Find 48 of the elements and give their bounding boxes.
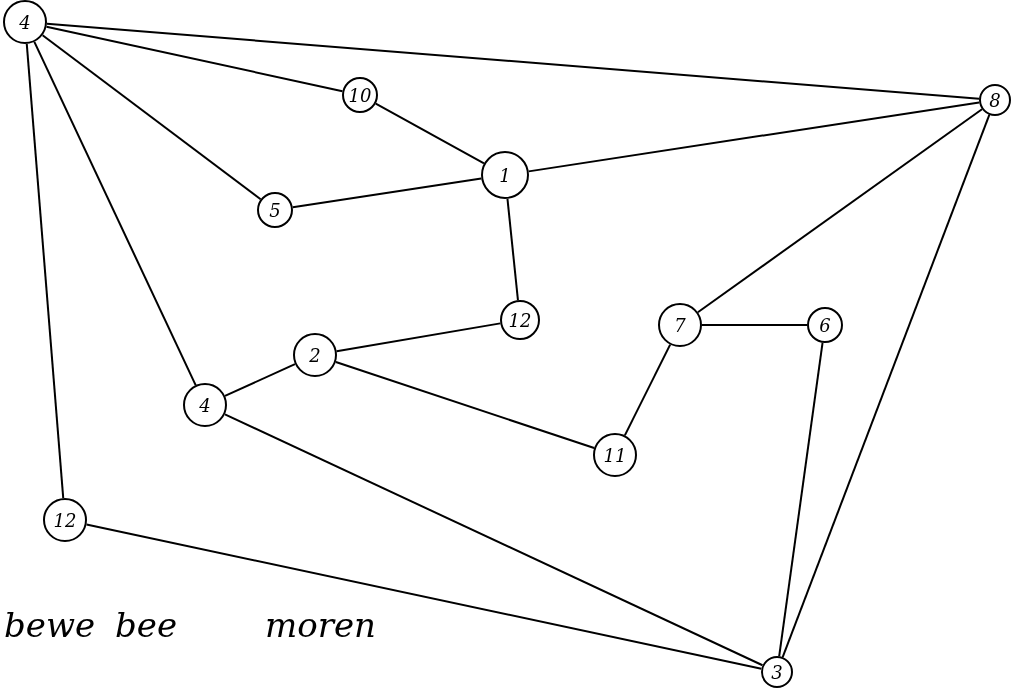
connector-line (25, 42, 65, 500)
connector-line (85, 523, 763, 670)
node-number: 4 (199, 394, 211, 416)
node-number: 4 (19, 11, 31, 33)
node-number: 2 (309, 344, 321, 366)
connector-line (334, 360, 596, 450)
node-number: 11 (603, 444, 627, 466)
connector-line (224, 363, 296, 397)
node-circle (293, 333, 337, 377)
connector-line (781, 113, 991, 659)
node-circle (257, 192, 293, 228)
connector-line (623, 343, 672, 437)
node-circle (3, 0, 47, 44)
connector-line (778, 341, 824, 658)
node-circle (183, 383, 227, 427)
connector-line (223, 413, 764, 667)
node-number: 6 (819, 314, 831, 336)
handwritten-word: bee (115, 605, 177, 645)
connector-line (335, 322, 502, 353)
node-circle (342, 77, 378, 113)
node-number: 1 (499, 164, 511, 186)
connector-line (506, 197, 519, 302)
node-number: 7 (674, 314, 686, 336)
connector-line (33, 40, 197, 387)
node-number: 3 (771, 661, 783, 683)
node-number: 5 (269, 199, 281, 221)
node-circle (658, 303, 702, 347)
connector-line (45, 22, 981, 100)
connector-line (291, 177, 483, 209)
handwritten-word: moren (265, 605, 376, 645)
node-circle (481, 151, 529, 199)
handwritten-word: bewe (4, 605, 96, 645)
node-circle (43, 498, 87, 542)
node-circle (979, 84, 1011, 116)
node-number: 10 (348, 84, 372, 106)
connector-line (374, 102, 485, 165)
node-number: 12 (508, 309, 532, 331)
connector-line (45, 25, 344, 93)
node-circle (500, 300, 540, 340)
connector-line (41, 34, 262, 201)
node-circle (761, 656, 793, 688)
node-number: 8 (989, 89, 1001, 111)
node-circle (593, 433, 637, 477)
connector-line (527, 101, 981, 173)
connector-line (696, 108, 983, 314)
node-circle (807, 307, 843, 343)
connector-line (701, 324, 808, 326)
node-number: 12 (53, 509, 77, 531)
